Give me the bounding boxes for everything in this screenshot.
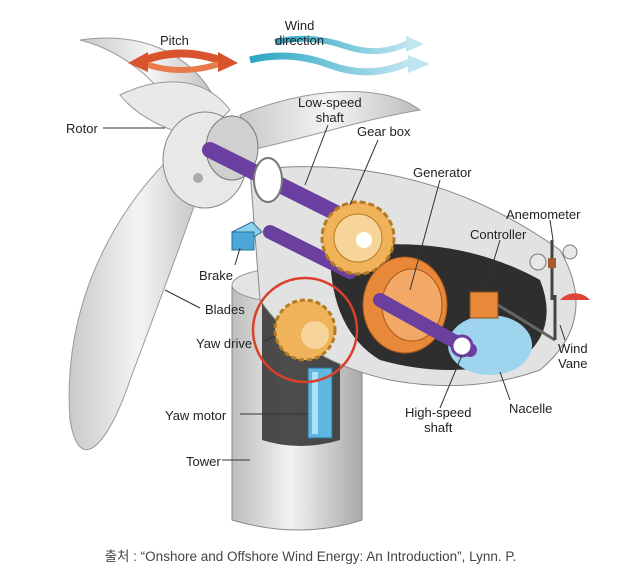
label-low-speed-shaft: Low-speed shaft xyxy=(298,95,362,125)
leader-lines xyxy=(103,124,566,461)
brake-disk-shape xyxy=(253,157,283,203)
controller-shape xyxy=(469,291,499,319)
label-rotor: Rotor xyxy=(66,121,98,136)
label-anemometer: Anemometer xyxy=(506,207,581,222)
pitch-arrow-icon xyxy=(128,49,238,73)
label-wind-direction: Wind direction xyxy=(275,18,325,48)
source-caption: 출처 : “Onshore and Offshore Wind Energy: … xyxy=(104,549,517,564)
generator-shape xyxy=(362,256,477,358)
label-high-speed-shaft: High-speed shaft xyxy=(405,405,472,435)
label-gear-box: Gear box xyxy=(357,124,411,139)
wind-direction-arrow-icon xyxy=(249,35,430,76)
anemometer-shape xyxy=(529,240,578,300)
yaw-drive-shape xyxy=(251,276,359,384)
label-nacelle: Nacelle xyxy=(509,401,553,416)
label-controller: Controller xyxy=(470,227,527,242)
label-tower: Tower xyxy=(186,454,221,469)
gear-box-shape xyxy=(320,200,396,276)
label-generator: Generator xyxy=(413,165,472,180)
label-yaw-drive: Yaw drive xyxy=(196,336,253,351)
brake-shape xyxy=(231,221,263,251)
label-brake: Brake xyxy=(199,268,233,283)
label-blades: Blades xyxy=(205,302,245,317)
wind-vane-shape xyxy=(553,293,590,340)
label-yaw-motor: Yaw motor xyxy=(165,408,227,423)
label-wind-vane: Wind Vane xyxy=(558,341,588,371)
label-pitch: Pitch xyxy=(160,33,189,48)
blades-shape xyxy=(68,37,422,451)
